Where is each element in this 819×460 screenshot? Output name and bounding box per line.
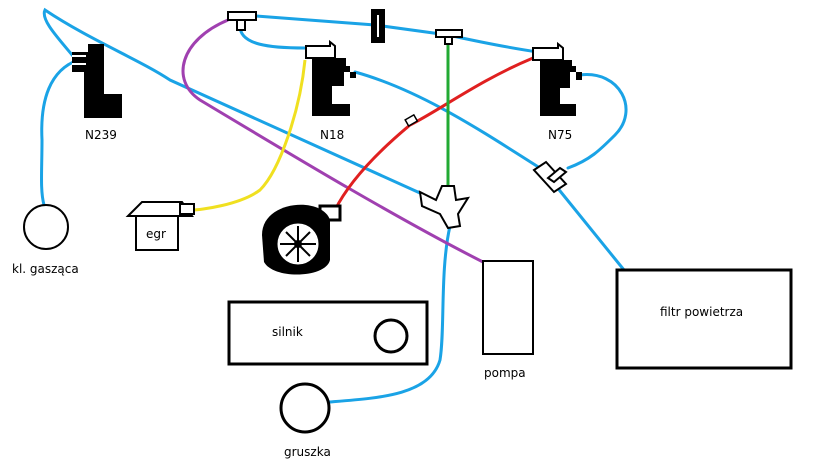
tee-connector-right — [532, 160, 568, 194]
red-hose-connector — [404, 113, 419, 127]
pump-label: pompa — [484, 366, 526, 380]
hose-n75-right-loop — [566, 73, 628, 170]
n18-label: N18 — [320, 128, 344, 142]
tee-connector-top-middle — [435, 29, 463, 45]
purple-hose — [181, 18, 484, 264]
bulb-label: gruszka — [284, 445, 331, 459]
hose-top-left-loop — [42, 7, 422, 195]
hose-n239-to-throttle — [40, 58, 80, 207]
hose-tee-right-to-filter — [554, 184, 626, 272]
n18-valve: N18 — [305, 39, 356, 142]
engine-label: silnik — [272, 325, 303, 339]
y-connector — [418, 185, 471, 230]
hose-tee-down-to-n18 — [238, 24, 307, 50]
red-hose — [333, 56, 534, 211]
tee-connector-top-left — [227, 11, 257, 31]
engine: silnik — [227, 300, 429, 366]
air-filter-label: filtr powietrza — [660, 305, 743, 319]
n75-label: N75 — [548, 128, 572, 142]
air-filter: filtr powietrza — [615, 268, 793, 370]
n239-label: N239 — [85, 128, 117, 142]
turbocharger — [262, 204, 342, 275]
throttle-valve-label: kl. gasząca — [12, 262, 79, 276]
egr-label: egr — [146, 227, 166, 241]
n75-valve: N75 — [532, 41, 582, 142]
throttle-valve: kl. gasząca — [12, 204, 79, 276]
n239-valve: N239 — [72, 44, 122, 142]
yellow-hose — [191, 59, 307, 212]
bulb: gruszka — [279, 382, 331, 459]
pump: pompa — [482, 260, 534, 380]
egr-valve: egr — [125, 201, 195, 251]
check-valve — [371, 9, 385, 43]
hose-y-to-gruszka — [328, 224, 452, 404]
